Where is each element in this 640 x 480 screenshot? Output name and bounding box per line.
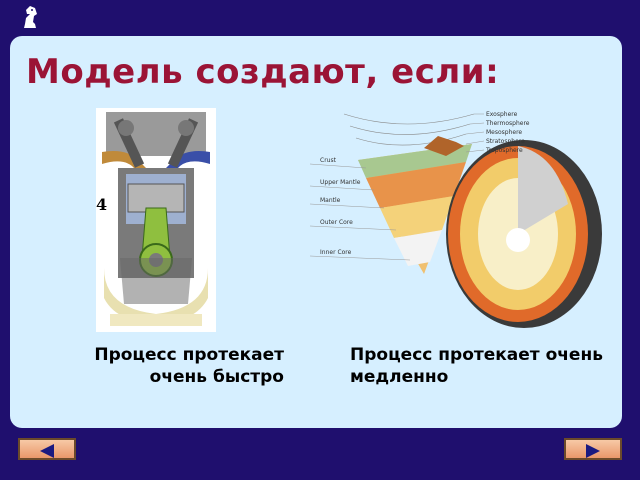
slow-process-caption: Процесс протекает очень медленно bbox=[350, 345, 603, 387]
label-mesosphere: Mesosphere bbox=[486, 129, 522, 136]
label-upper-mantle: Upper Mantle bbox=[320, 179, 361, 186]
label-exosphere: Exosphere bbox=[486, 111, 518, 118]
previous-slide-button[interactable] bbox=[18, 438, 76, 460]
label-outer-core: Outer Core bbox=[320, 219, 353, 226]
arrow-left-icon bbox=[40, 444, 54, 458]
label-thermosphere: Thermosphere bbox=[485, 120, 530, 127]
label-stratosphere: Stratosphere bbox=[486, 138, 525, 145]
engine-illustration: 4 bbox=[96, 108, 216, 332]
next-slide-button[interactable] bbox=[564, 438, 622, 460]
arrow-right-icon bbox=[586, 444, 600, 458]
label-mantle: Mantle bbox=[320, 197, 341, 204]
label-crust: Crust bbox=[320, 157, 337, 164]
fast-process-caption: Процесс протекает очень быстро bbox=[94, 345, 284, 387]
label-inner-core: Inner Core bbox=[320, 249, 352, 256]
engine-stroke-label: 4 bbox=[96, 195, 107, 214]
chess-knight-logo-icon bbox=[24, 6, 37, 28]
earth-layers-illustration: Exosphere Thermosphere Mesosphere Strato… bbox=[306, 104, 602, 330]
slide-title: Модель создают, если: bbox=[26, 52, 500, 92]
label-troposphere: Troposphere bbox=[485, 147, 523, 154]
